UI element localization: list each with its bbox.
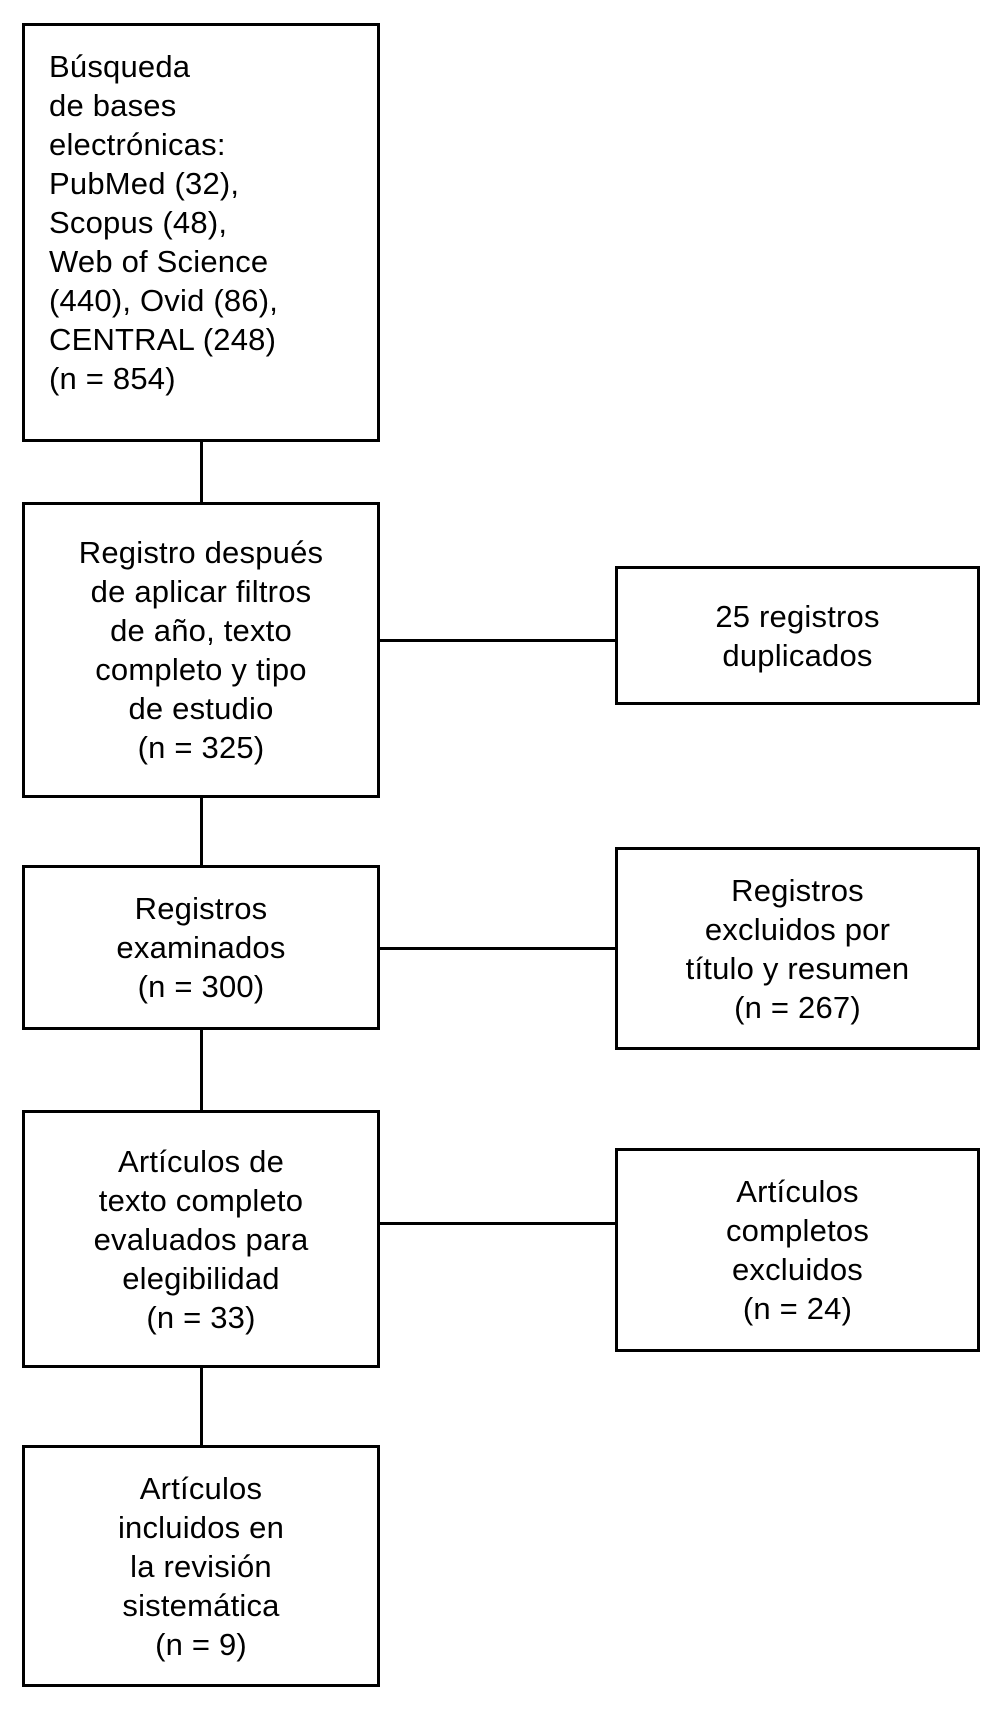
- flow-box-records-screened-text: Registros examinados (n = 300): [116, 891, 286, 1004]
- connector-filtered-to-duplicates: [380, 639, 615, 642]
- flow-box-fulltext-assessed: Artículos de texto completo evaluados pa…: [22, 1110, 380, 1368]
- flow-box-included-review-text: Artículos incluidos en la revisión siste…: [117, 1470, 285, 1662]
- exclusion-box-fulltext-excluded: Artículos completos excluidos (n = 24): [615, 1148, 980, 1352]
- exclusion-box-title-abstract: Registros excluidos por título y resumen…: [615, 847, 980, 1050]
- flow-box-database-search: Búsqueda de bases electrónicas: PubMed (…: [22, 23, 380, 442]
- flow-box-included-review: Artículos incluidos en la revisión siste…: [22, 1445, 380, 1687]
- connector-screened-to-title-abstract: [380, 947, 615, 950]
- connector-eligibility-to-fulltext-excluded: [380, 1222, 615, 1225]
- exclusion-box-duplicates-text: 25 registros duplicados: [715, 598, 880, 673]
- connector-eligibility-to-included: [200, 1368, 203, 1445]
- exclusion-box-duplicates: 25 registros duplicados: [615, 566, 980, 705]
- flow-box-fulltext-assessed-text: Artículos de texto completo evaluados pa…: [93, 1143, 309, 1335]
- flow-box-after-filters: Registro después de aplicar filtros de a…: [22, 502, 380, 798]
- flow-box-records-screened: Registros examinados (n = 300): [22, 865, 380, 1030]
- exclusion-box-fulltext-excluded-text: Artículos completos excluidos (n = 24): [725, 1174, 870, 1326]
- connector-screened-to-eligibility: [200, 1030, 203, 1110]
- exclusion-box-title-abstract-text: Registros excluidos por título y resumen…: [685, 872, 910, 1025]
- connector-filtered-to-screened: [200, 798, 203, 865]
- flow-box-after-filters-text: Registro después de aplicar filtros de a…: [78, 535, 324, 765]
- flow-box-database-search-text: Búsqueda de bases electrónicas: PubMed (…: [49, 49, 279, 396]
- connector-search-to-filtered: [200, 442, 203, 502]
